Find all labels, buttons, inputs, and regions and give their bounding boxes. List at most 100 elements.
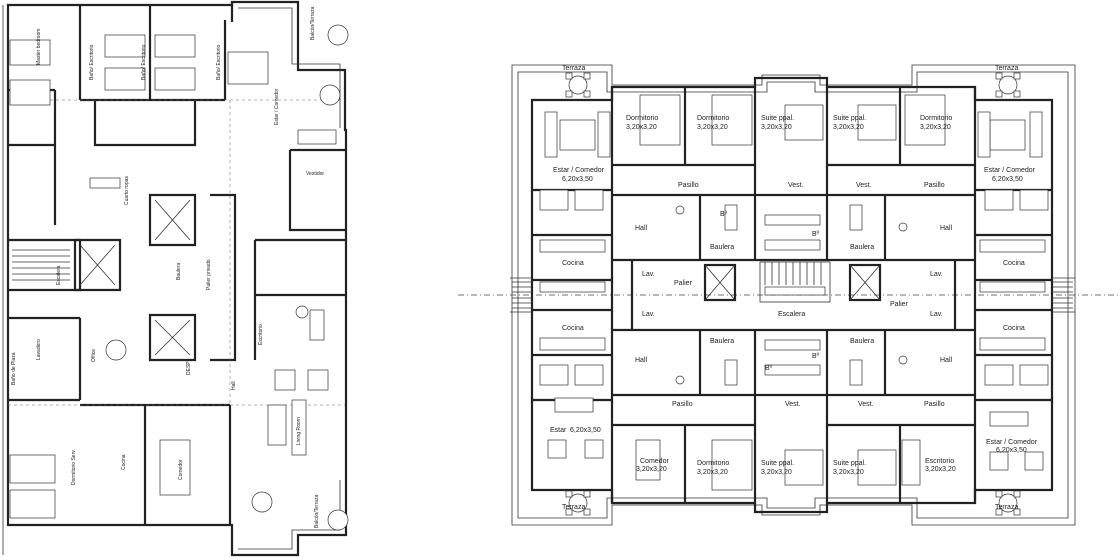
label-estar-bottom-right: Estar / Comedor bbox=[986, 439, 1038, 446]
label-balcon-bottom: Balcón/Terraza bbox=[314, 494, 320, 528]
label-suite-top-right-size: 3,20x3,20 bbox=[833, 124, 864, 131]
label-vest-bottom-left: Vest. bbox=[785, 401, 801, 408]
label-pasillo-bottom-left: Pasillo bbox=[672, 401, 693, 408]
label-suite-bottom-left: Suite ppal. bbox=[761, 460, 794, 467]
counter bbox=[89, 177, 121, 189]
label-master-bedroom: Master bedroom bbox=[36, 29, 42, 65]
bed-suite bbox=[227, 51, 269, 85]
label-dorm-bottom: Dormitorio bbox=[697, 460, 729, 467]
label-hall-top-right: Hall bbox=[940, 225, 953, 232]
label-pasillo-top-left: Pasillo bbox=[678, 182, 699, 189]
label-living-room: Living Room bbox=[296, 417, 302, 445]
right-boundary bbox=[511, 64, 1076, 526]
bed-1a bbox=[104, 34, 146, 58]
label-baulera: Baulera bbox=[176, 263, 182, 280]
terrace-tables bbox=[565, 72, 1021, 516]
label-suite-top-left-size: 3,20x3,20 bbox=[761, 124, 792, 131]
beds-right bbox=[639, 94, 946, 491]
label-cuarto-ropas: Cuarto ropas bbox=[124, 176, 130, 205]
label-suite-bottom-right-size: 3,20x3,20 bbox=[833, 469, 864, 476]
label-comedor: Comedor bbox=[178, 459, 184, 480]
kitchen-counters-right bbox=[539, 239, 1046, 351]
label-bano-top-left: Bº bbox=[720, 211, 728, 218]
label-estar-bottom: Estar bbox=[550, 427, 567, 434]
label-estar-comedor: Estar / Comedor bbox=[274, 88, 280, 125]
label-comedor-bottom-size: 3,20x3,20 bbox=[636, 466, 667, 473]
label-estar-top-left: Estar / Comedor bbox=[553, 167, 605, 174]
label-suite-bottom-left-size: 3,20x3,20 bbox=[761, 469, 792, 476]
label-estar-bottom-right-size: 6,20x3,50 bbox=[996, 447, 1027, 454]
label-bano-2: Baño/ Escritorio bbox=[141, 44, 147, 80]
terrace-bottom-rail bbox=[238, 480, 341, 550]
label-bano-1: Baño/ Escritorio bbox=[89, 44, 95, 80]
office-table bbox=[105, 339, 127, 361]
label-dorm-top-2-size: 3,20x3,20 bbox=[697, 124, 728, 131]
bed-2b bbox=[154, 67, 196, 91]
right-outer-wall bbox=[530, 76, 1054, 514]
label-dorm-top-3: Dormitorio bbox=[920, 115, 952, 122]
label-escritorio-bottom-size: 3,20x3,20 bbox=[925, 466, 956, 473]
label-cocina-top-left: Cocina bbox=[562, 260, 584, 267]
corridor-walls bbox=[210, 193, 237, 362]
label-dorm-top-1: Dormitorio bbox=[626, 115, 658, 122]
dining-right bbox=[539, 189, 1049, 386]
label-bano-3: Baño/ Escritorio bbox=[216, 44, 222, 80]
vestidor-walls bbox=[288, 148, 345, 232]
label-baulera-bottom-right: Baulera bbox=[850, 338, 874, 345]
baths-right bbox=[675, 204, 908, 386]
left-outer-wall bbox=[6, 0, 348, 557]
label-baulera-top-right: Baulera bbox=[850, 244, 874, 251]
west-entry bbox=[510, 277, 532, 313]
label-dorm-serv: Dormitorio Serv. bbox=[71, 449, 77, 485]
stair-core bbox=[759, 261, 831, 303]
kitchen-walls bbox=[80, 403, 232, 525]
label-cocina-bottom-left: Cocina bbox=[562, 325, 584, 332]
label-dorm-top-2: Dormitorio bbox=[697, 115, 729, 122]
label-office: Office bbox=[91, 349, 97, 362]
armchair-b bbox=[307, 369, 329, 391]
label-terraza-top-left: Terraza bbox=[562, 65, 585, 72]
terrace-table-br bbox=[327, 509, 349, 531]
bath-right-walls bbox=[253, 238, 345, 360]
sofa-living-2 bbox=[291, 399, 307, 456]
sofa-top bbox=[297, 129, 337, 145]
label-bano-bottom-right: Bº bbox=[765, 365, 773, 372]
elevator-right-1 bbox=[703, 263, 737, 302]
label-hall-bottom-right: Hall bbox=[940, 357, 953, 364]
bed-2a bbox=[154, 34, 196, 58]
service-walls bbox=[8, 316, 82, 402]
label-palier-right: Palier bbox=[890, 301, 909, 308]
label-palier-left: Palier bbox=[674, 280, 693, 287]
label-hall-bottom-left: Hall bbox=[635, 357, 648, 364]
label-suite-bottom-right: Suite ppal. bbox=[833, 460, 866, 467]
label-desp: DESP bbox=[186, 361, 192, 375]
label-vest-bottom-right: Vest. bbox=[858, 401, 874, 408]
label-bano-bottom-left: Bº bbox=[812, 353, 820, 360]
label-suite-top-right: Suite ppal. bbox=[833, 115, 866, 122]
sofa-living bbox=[267, 404, 287, 446]
elevator-2 bbox=[73, 238, 122, 292]
label-bano-plaza: Baño de Plaza bbox=[11, 352, 17, 385]
right-floor-plan: Terraza Terraza Estar / Comedor 6,20x3,5… bbox=[458, 64, 1118, 526]
label-suite-top-left: Suite ppal. bbox=[761, 115, 794, 122]
label-lav-bottom-left: Lav. bbox=[642, 311, 655, 318]
left-floor-plan: Master bedroom Baño/ Escritorio Baño/ Es… bbox=[2, 0, 349, 557]
label-vest-top-right: Vest. bbox=[856, 182, 872, 189]
estar-chair bbox=[319, 84, 341, 106]
label-pasillo-top-right: Pasillo bbox=[924, 182, 945, 189]
label-escalera: Escalera bbox=[56, 265, 62, 285]
stair-treads bbox=[12, 249, 70, 281]
bed-master-b bbox=[9, 79, 51, 106]
label-dorm-top-1-size: 3,20x3,20 bbox=[626, 124, 657, 131]
desk bbox=[309, 309, 325, 341]
label-escritorio-bottom: Escritorio bbox=[925, 458, 954, 465]
stair-walls bbox=[8, 238, 82, 292]
bed-serv-a bbox=[9, 454, 56, 484]
terrace-table-bl bbox=[251, 491, 273, 513]
east-entry bbox=[1052, 277, 1075, 313]
bed-serv-b bbox=[9, 489, 56, 519]
top-room-walls bbox=[78, 5, 227, 102]
right-vertical-walls bbox=[610, 87, 977, 503]
label-hall: Hall bbox=[231, 381, 237, 390]
